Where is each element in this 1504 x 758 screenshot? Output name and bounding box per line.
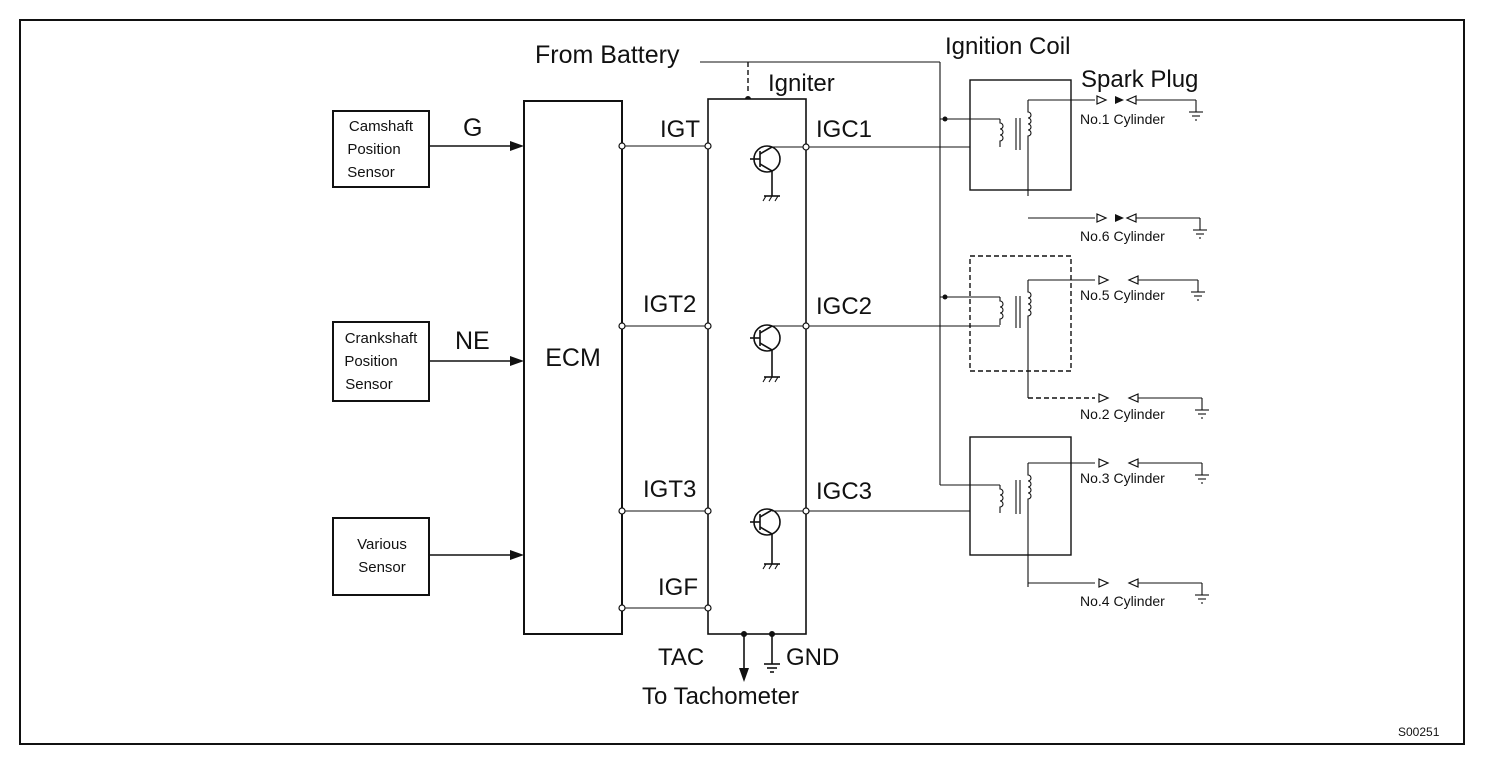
camshaft-sensor-label-1: Camshaft [349, 118, 414, 135]
spark-plug-4 [1098, 578, 1209, 604]
ne-signal-arrow [510, 356, 524, 366]
spark-plug-2 [1098, 393, 1209, 419]
igt3-label: IGT3 [643, 476, 696, 503]
spark-plug-1 [1096, 95, 1203, 121]
igc1-label: IGC1 [816, 116, 872, 143]
various-sensor-box [332, 517, 430, 596]
spark-plug-6 [1096, 213, 1207, 239]
gnd-label: GND [786, 644, 839, 671]
transistor-2 [750, 324, 781, 383]
figure-code: S00251 [1398, 725, 1440, 739]
ignition-coil-3 [940, 436, 1095, 587]
crankshaft-sensor-box [332, 321, 430, 402]
ignition-coil-1 [940, 79, 1095, 219]
igniter-label: Igniter [768, 70, 835, 97]
igt2-label: IGT2 [643, 291, 696, 318]
g-signal-arrow [510, 141, 524, 151]
ecm-label: ECM [545, 344, 601, 372]
cylinder-6-label: No.6 Cylinder [1080, 228, 1165, 244]
ignition-coil-2 [940, 255, 1095, 399]
tac-arrow [739, 668, 749, 682]
g-signal-label: G [463, 114, 482, 142]
spark-plug-3 [1098, 458, 1209, 484]
igc2-label: IGC2 [816, 293, 872, 320]
spark-plug-label: Spark Plug [1081, 66, 1198, 93]
cylinder-2-label: No.2 Cylinder [1080, 406, 1165, 422]
various-sensor-label-2: Sensor [358, 559, 406, 576]
camshaft-sensor-label-2: Position [347, 141, 400, 158]
from-battery-label: From Battery [535, 41, 680, 69]
transistor-1 [750, 145, 781, 202]
crankshaft-sensor-label-1: Crankshaft [345, 330, 418, 347]
camshaft-sensor-label-3: Sensor [347, 164, 395, 181]
to-tachometer-label: To Tachometer [642, 683, 799, 710]
igf-label: IGF [658, 574, 698, 601]
cylinder-3-label: No.3 Cylinder [1080, 470, 1165, 486]
ignition-coil-label: Ignition Coil [945, 33, 1070, 60]
cylinder-4-label: No.4 Cylinder [1080, 593, 1165, 609]
tac-label: TAC [658, 644, 704, 671]
crankshaft-sensor-label-2: Position [344, 353, 397, 370]
igt1-label: IGT [660, 116, 700, 143]
cylinder-1-label: No.1 Cylinder [1080, 111, 1165, 127]
various-signal-arrow [510, 550, 524, 560]
camshaft-sensor-box [332, 110, 430, 188]
diagram-frame [19, 19, 1465, 745]
crankshaft-sensor-label-3: Sensor [345, 376, 393, 393]
spark-plug-5 [1098, 275, 1205, 301]
transistor-3 [750, 508, 781, 570]
ecm-box [523, 100, 623, 635]
various-sensor-label-1: Various [357, 536, 407, 553]
ne-signal-label: NE [455, 327, 490, 355]
igc3-label: IGC3 [816, 478, 872, 505]
cylinder-5-label: No.5 Cylinder [1080, 287, 1165, 303]
igniter-box [707, 98, 807, 635]
